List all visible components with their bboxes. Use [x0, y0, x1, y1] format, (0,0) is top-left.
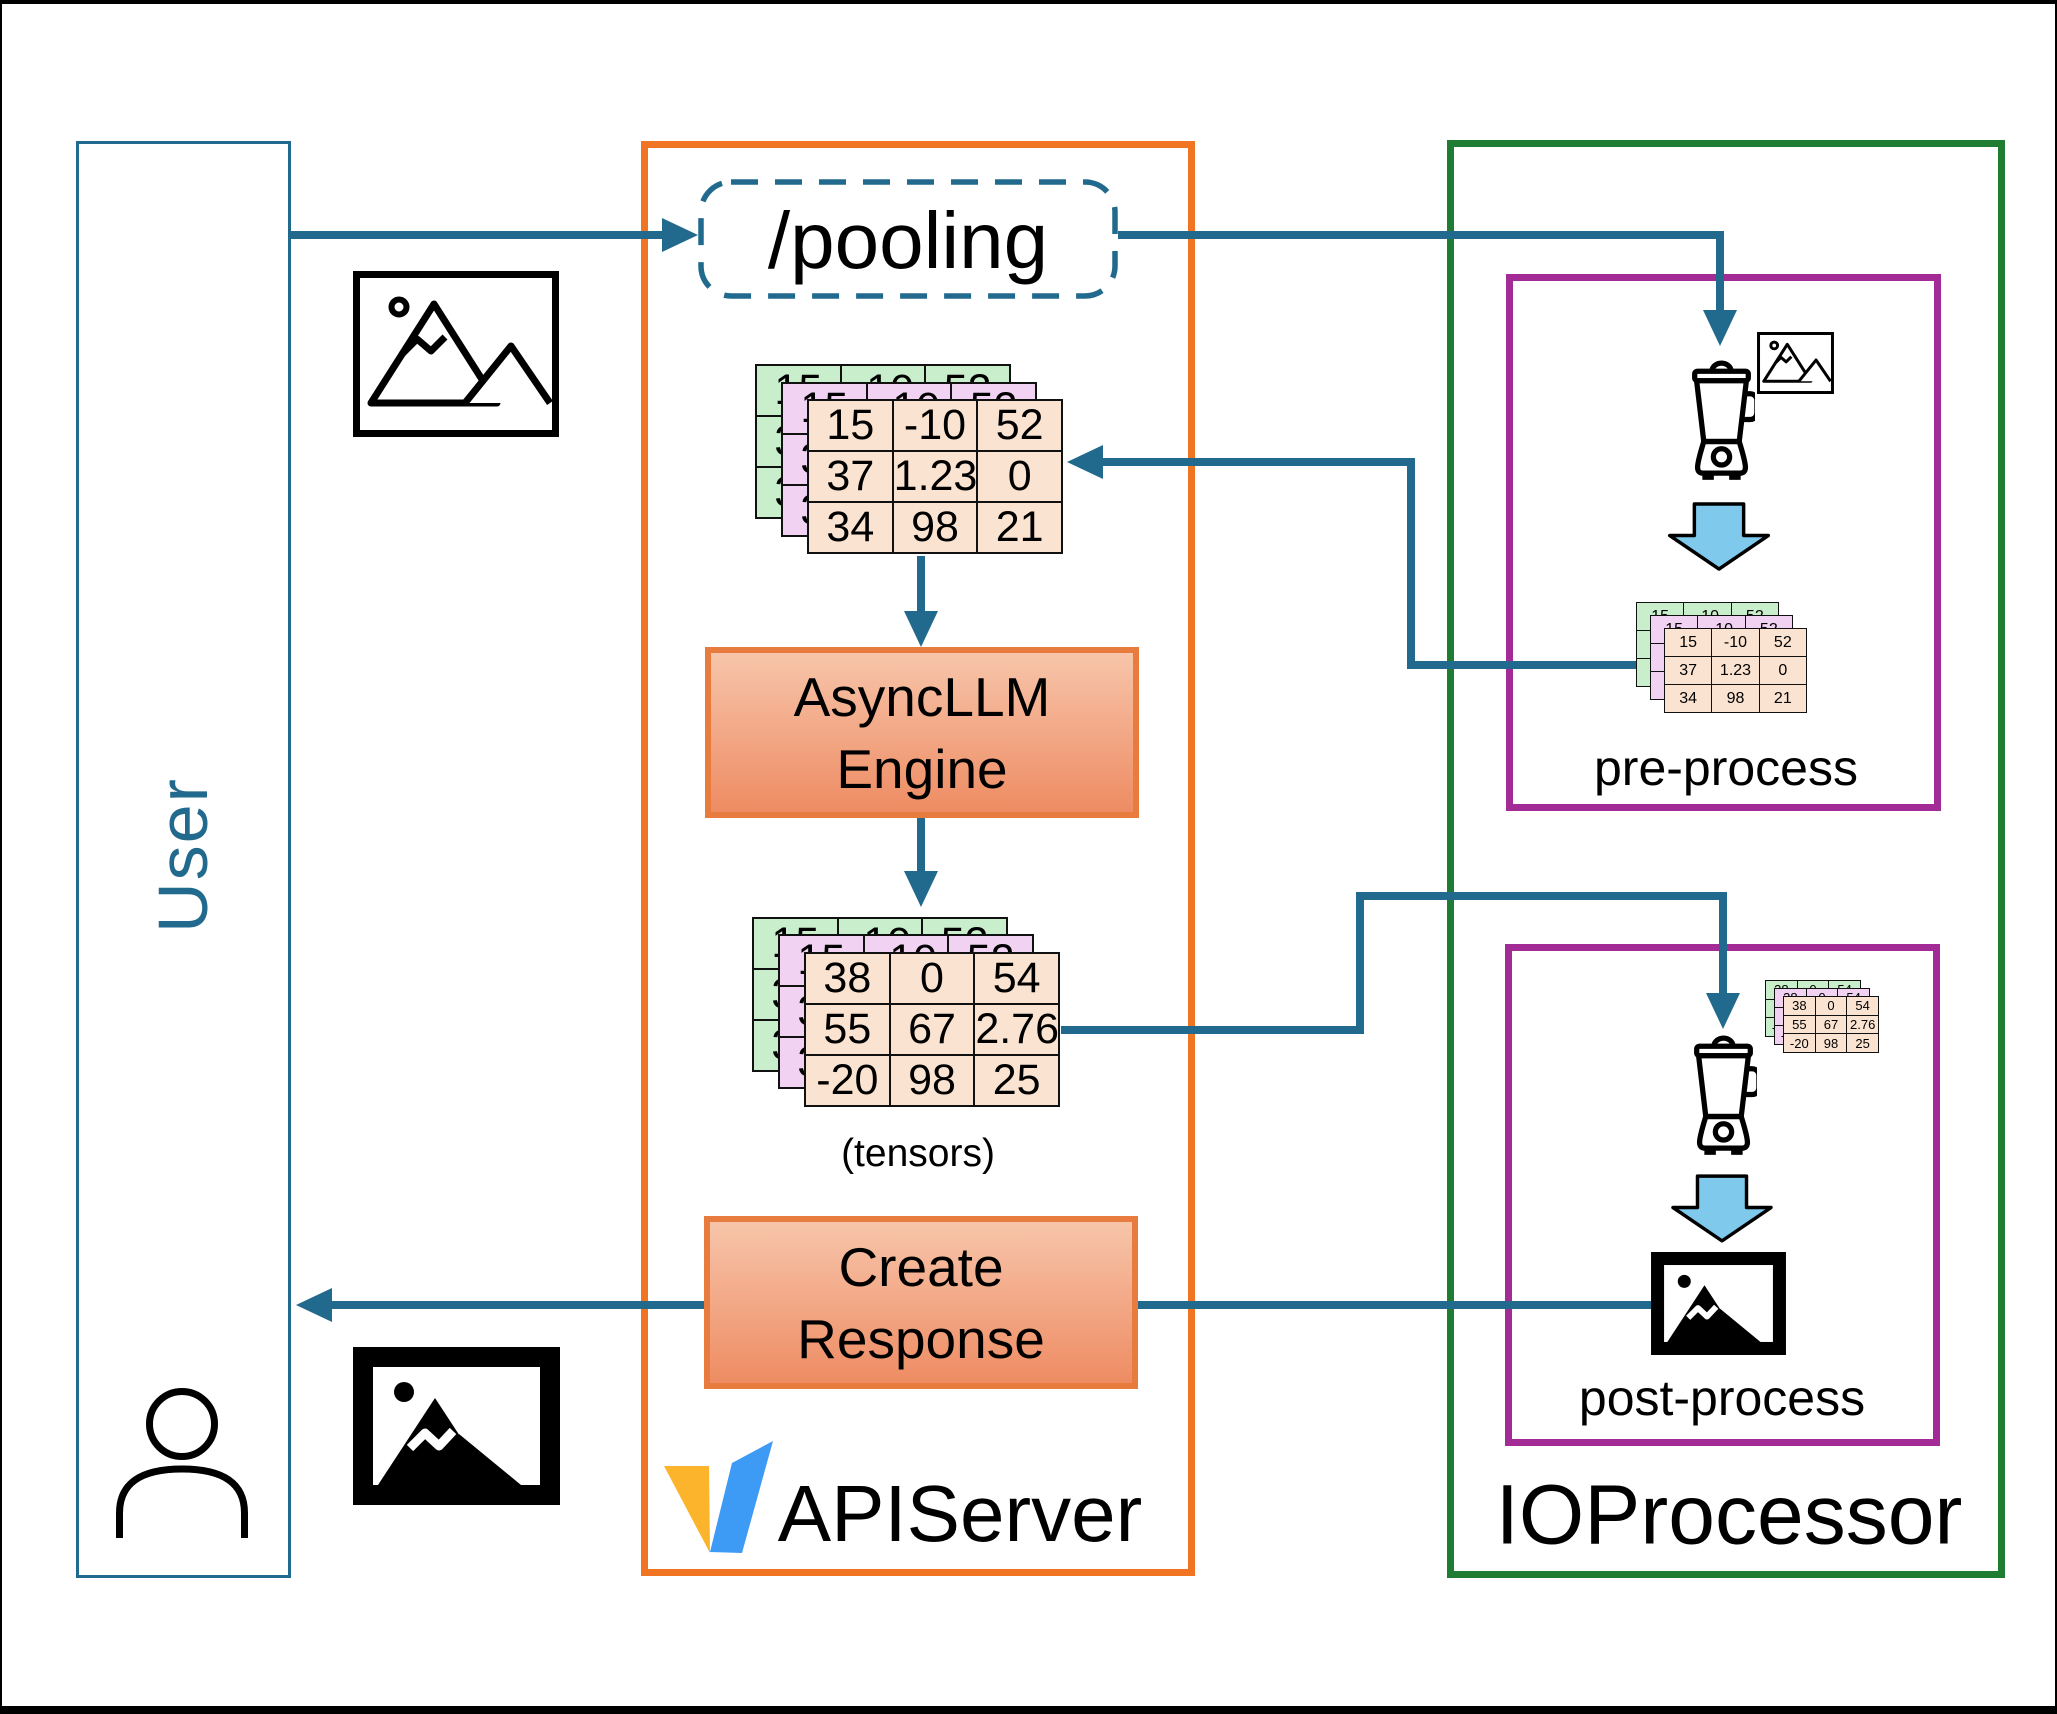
table-cell: 0 — [1814, 996, 1848, 1016]
arrowhead-into-engine — [904, 611, 938, 647]
table-cell: 98 — [1814, 1033, 1848, 1053]
table-cell: -10 — [891, 399, 979, 452]
apiserver-title: APIServer — [777, 1469, 1143, 1558]
table-cell: 15 — [1663, 628, 1713, 657]
engine-label-line2: Engine — [836, 737, 1008, 800]
preprocess-caption: pre-process — [1594, 740, 1858, 796]
table-cell: 54 — [973, 952, 1060, 1005]
table-cell: 52 — [1758, 628, 1808, 657]
pooling-endpoint-box — [698, 179, 1118, 299]
table-cell: 98 — [891, 501, 979, 554]
arrowhead-into-user — [296, 1288, 332, 1322]
table-cell: 15 — [807, 399, 894, 452]
table-cell: -20 — [1783, 1033, 1816, 1053]
table-cell: 54 — [1846, 996, 1879, 1016]
arrow-output-to-postprocess — [1061, 892, 1727, 1034]
create-label-line1: Create — [838, 1235, 1004, 1298]
figure-frame-right — [2055, 0, 2057, 1714]
arrowhead-into-output — [904, 871, 938, 907]
table-cell: 55 — [804, 1003, 891, 1056]
user-lane-label: User — [144, 777, 222, 933]
table-cell: 2.76 — [973, 1003, 1060, 1056]
table-cell: 55 — [1783, 1014, 1816, 1035]
table-cell: 0 — [976, 450, 1063, 503]
table-cell: 1.23 — [891, 450, 979, 503]
tensors-caption: (tensors) — [841, 1132, 995, 1175]
table-cell: 98 — [888, 1054, 976, 1107]
postprocess-caption: post-process — [1578, 1370, 1866, 1426]
table-cell: 67 — [888, 1003, 976, 1056]
table-cell: -20 — [804, 1054, 891, 1107]
arrowhead-into-tensors — [1067, 445, 1103, 479]
asyncllm-engine-node: AsyncLLM Engine — [705, 647, 1139, 818]
table-cell: 1.23 — [1711, 656, 1760, 685]
table-cell: 21 — [976, 501, 1063, 554]
table-cell: 52 — [976, 399, 1063, 452]
table-cell: 2.76 — [1846, 1014, 1879, 1035]
table-cell: 38 — [1783, 996, 1816, 1016]
postprocess-transform-arrow-icon — [1671, 1174, 1773, 1243]
table-cell: 21 — [1758, 684, 1808, 713]
postprocess-blender-icon — [1694, 1035, 1757, 1155]
table-cell: 67 — [1814, 1014, 1848, 1035]
arrowhead-into-postprocess — [1706, 993, 1740, 1029]
preprocess-blender-icon — [1692, 360, 1755, 480]
person-icon — [116, 1388, 248, 1538]
vllm-logo — [664, 1441, 773, 1553]
table-cell: 0 — [1758, 656, 1808, 685]
create-label-line2: Response — [797, 1307, 1045, 1370]
pooling-endpoint-label: /pooling — [767, 196, 1049, 285]
table-cell: 37 — [1663, 656, 1713, 685]
arrow-pooling-to-preprocess — [1118, 231, 1724, 311]
table-cell: 0 — [888, 952, 976, 1005]
preprocess-picture-icon — [1757, 332, 1834, 394]
figure-frame-bottom — [0, 1706, 2057, 1714]
arrowhead-into-pooling — [662, 218, 698, 252]
response-picture-icon — [353, 1347, 560, 1505]
arrow-preprocess-to-tensors — [1103, 458, 1636, 669]
figure-frame-left — [0, 0, 2, 1714]
ioprocessor-title: IOProcessor — [1495, 1467, 1963, 1562]
table-cell: 98 — [1711, 684, 1760, 713]
table-cell: 34 — [1663, 684, 1713, 713]
table-cell: 34 — [807, 501, 894, 554]
table-cell: 38 — [804, 952, 891, 1005]
table-cell: 37 — [807, 450, 894, 503]
figure-frame-top — [0, 0, 2057, 4]
table-cell: 25 — [1846, 1033, 1879, 1053]
postprocess-picture-icon — [1651, 1252, 1786, 1355]
arrowhead-into-preprocess — [1703, 310, 1737, 346]
table-cell: -10 — [1711, 628, 1760, 657]
request-picture-icon — [353, 271, 559, 437]
preprocess-transform-arrow-icon — [1667, 502, 1771, 571]
engine-label-line1: AsyncLLM — [793, 665, 1051, 728]
user-lane-box — [76, 141, 291, 1578]
create-response-node: Create Response — [704, 1216, 1138, 1389]
table-cell: 25 — [973, 1054, 1060, 1107]
